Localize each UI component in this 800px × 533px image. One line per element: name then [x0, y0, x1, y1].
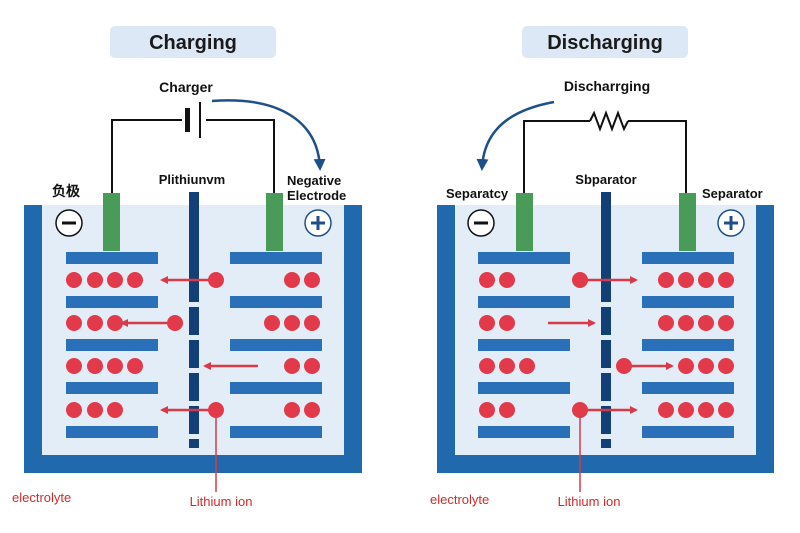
minus-circle-icon [55, 209, 83, 237]
discharging-ion-label: Lithium ion [558, 494, 621, 509]
discharging-cathode-ions [658, 272, 734, 418]
discharging-panel: Discharging Discharrging Sbparator Separ… [430, 26, 774, 509]
negative-terminal [516, 193, 533, 251]
charging-wire [111, 119, 275, 196]
charging-cathode-plates [230, 252, 322, 438]
charging-cathode-ions [264, 272, 320, 418]
discharging-separator-label: Sbparator [575, 172, 636, 187]
charging-electrolyte-label: electrolyte [12, 490, 71, 505]
battery-icon [185, 102, 201, 138]
negative-pole-label: 负极 [52, 183, 81, 199]
charging-ion-label: Lithium ion [190, 494, 253, 509]
charging-migrating-ions [167, 272, 224, 418]
charging-separator-label: Plithiunvm [159, 172, 225, 187]
discharging-migration-arrows [548, 276, 674, 414]
negative-terminal [103, 193, 120, 251]
discharging-title-box [522, 26, 688, 58]
discharging-title: Discharging [547, 32, 663, 54]
discharging-wire [523, 110, 687, 196]
plus-circle-icon [304, 209, 332, 237]
plus-circle-icon [717, 209, 745, 237]
discharging-cathode-plates [642, 252, 734, 438]
positive-terminal [266, 193, 283, 251]
discharger-label: Discharrging [564, 78, 650, 94]
charging-anode-plates [66, 252, 158, 438]
charger-label: Charger [159, 79, 213, 95]
charging-migration-arrows [120, 276, 258, 414]
minus-circle-icon [467, 209, 495, 237]
discharging-anode-ions [479, 272, 535, 418]
curved-arrow-icon [211, 99, 326, 171]
charging-title: Charging [149, 32, 237, 54]
discharging-migrating-ions [572, 272, 632, 418]
discharging-anode-plates [478, 252, 570, 438]
charging-anode-ions [66, 272, 143, 418]
curved-arrow-icon [476, 100, 555, 171]
discharging-left-label: Separatcy [446, 186, 509, 201]
charging-title-box [110, 26, 276, 58]
discharging-right-label: Separator [702, 186, 763, 201]
positive-terminal [679, 193, 696, 251]
discharging-electrolyte-label: electrolyte [430, 492, 489, 507]
